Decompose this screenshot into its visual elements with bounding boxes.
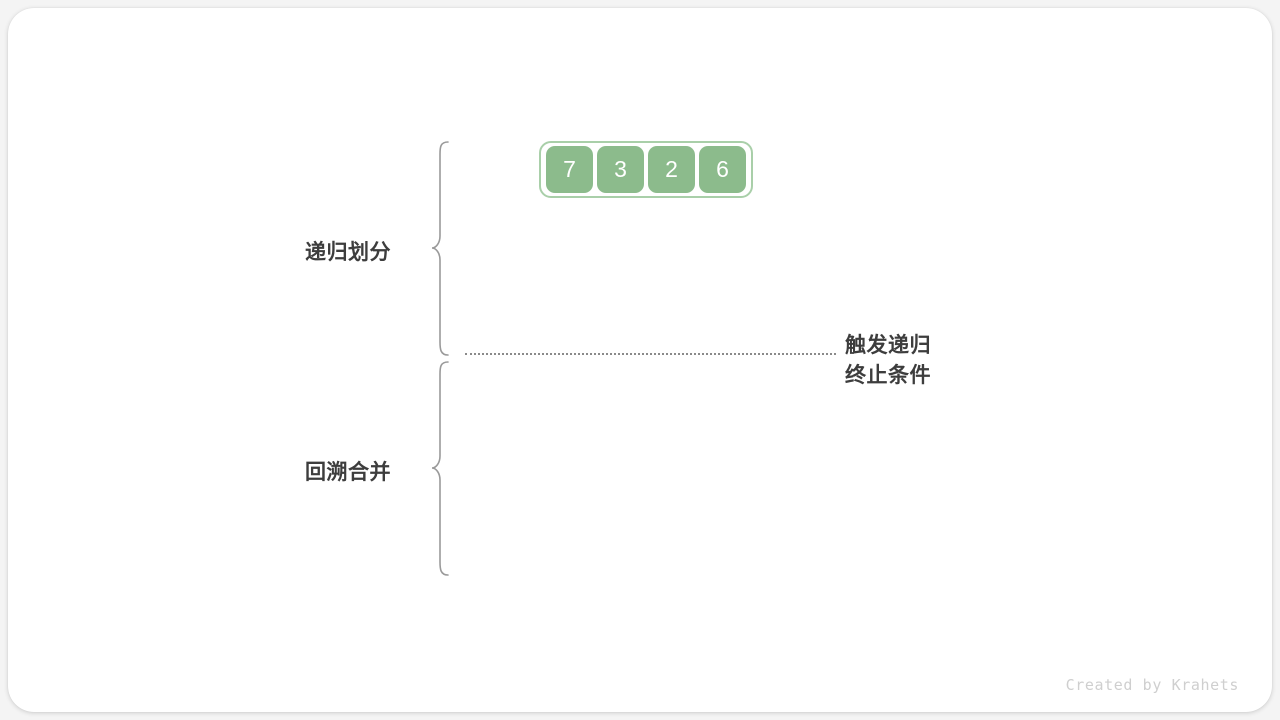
array-cell: 7 [546, 146, 593, 193]
phase-label-backtrack-merge: 回溯合并 [305, 461, 391, 484]
phase-label-recursive-divide: 递归划分 [305, 241, 391, 264]
annotation-recursion-terminate: 触发递归 终止条件 [845, 331, 931, 391]
array-cell: 3 [597, 146, 644, 193]
curly-brace-backtrack-merge [428, 358, 454, 585]
annotation-line-2: 终止条件 [845, 364, 931, 387]
credit-text: Created by Krahets [1065, 676, 1239, 694]
array-container: 7 3 2 6 [539, 141, 753, 198]
figure-card [8, 8, 1272, 712]
recursion-boundary-divider [465, 353, 836, 355]
array-cell: 2 [648, 146, 695, 193]
annotation-line-1: 触发递归 [845, 334, 931, 357]
curly-brace-recursive-divide [428, 138, 454, 365]
array-cell: 6 [699, 146, 746, 193]
